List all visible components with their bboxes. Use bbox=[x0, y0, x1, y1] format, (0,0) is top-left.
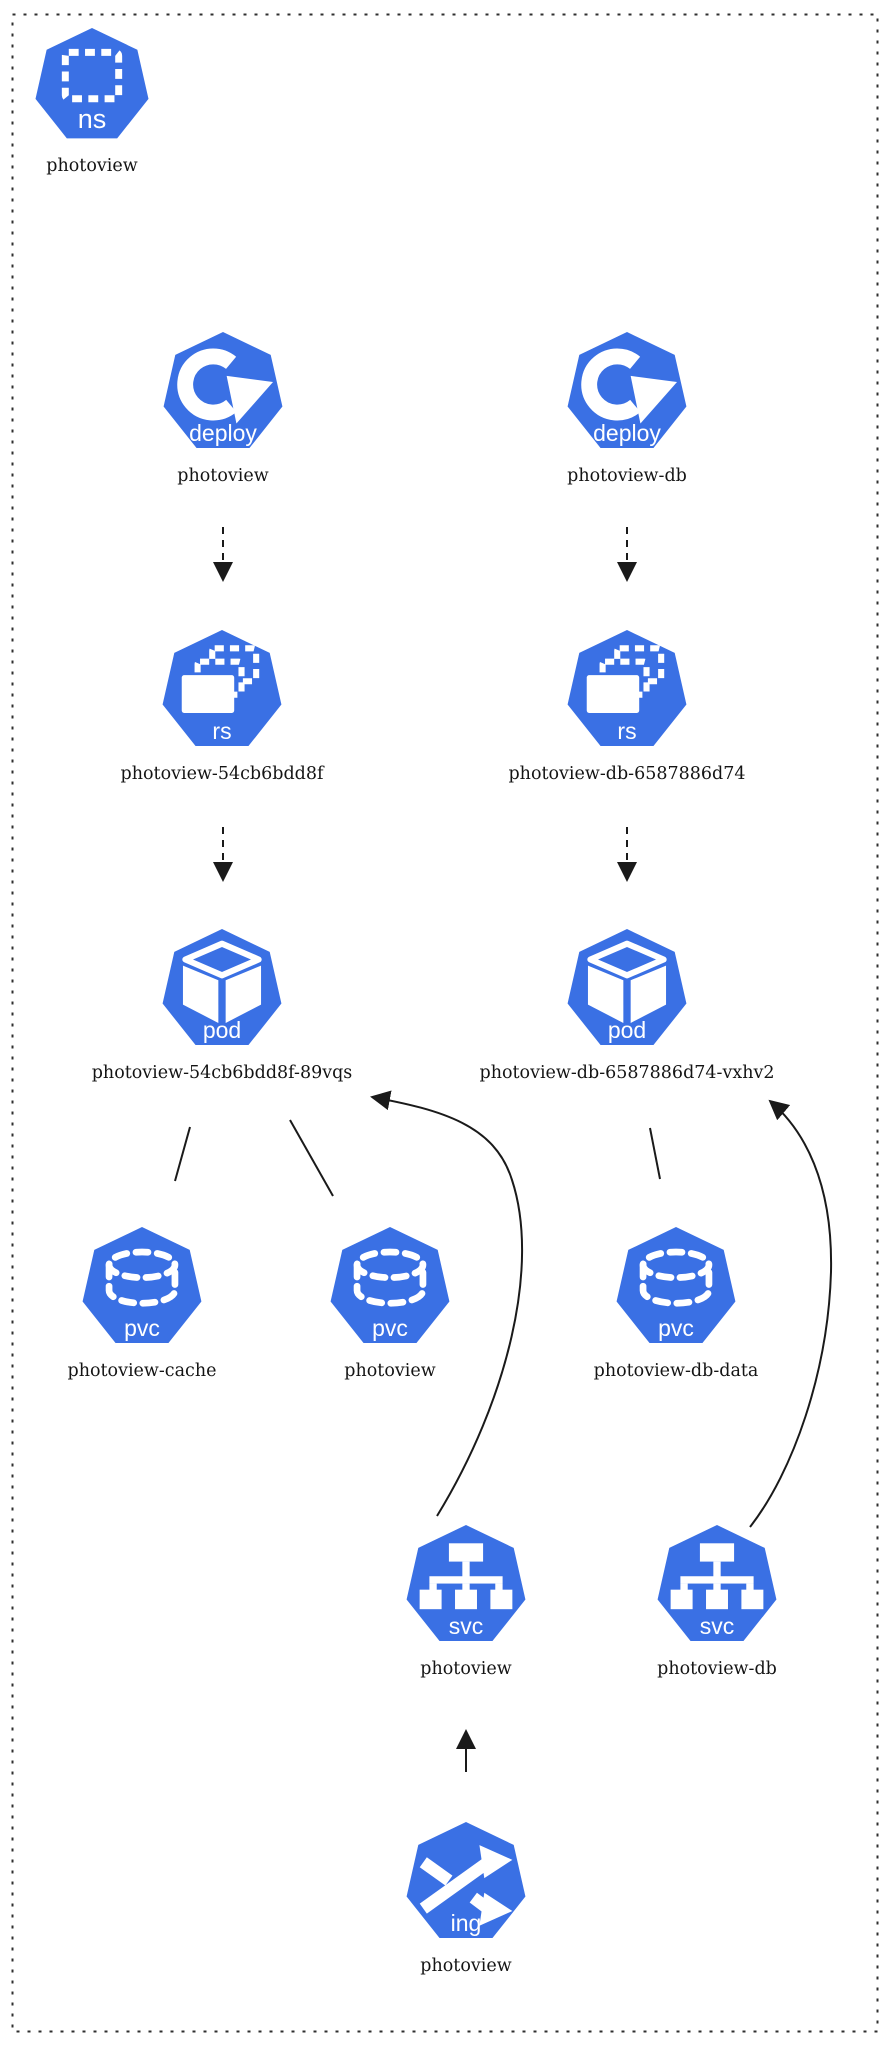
node-kind-label: deploy bbox=[189, 420, 257, 446]
ns-icon[interactable]: ns bbox=[35, 28, 149, 139]
node-name-label: photoview-54cb6bdd8f-89vqs bbox=[91, 1063, 353, 1083]
pod-icon[interactable]: pod bbox=[162, 929, 282, 1046]
node-name-label: photoview-db bbox=[567, 466, 687, 486]
node-name-label: photoview-db-6587886d74 bbox=[508, 764, 746, 784]
node-name-label: photoview-cache bbox=[67, 1361, 217, 1381]
node-kind-label: ing bbox=[450, 1910, 482, 1936]
rs-icon[interactable]: rs bbox=[567, 630, 687, 747]
svc-icon[interactable]: svc bbox=[657, 1525, 777, 1642]
pvc-icon[interactable]: pvc bbox=[616, 1227, 736, 1344]
node-kind-label: deploy bbox=[593, 420, 661, 446]
node-kind-label: svc bbox=[448, 1613, 484, 1639]
node-glyph-icon bbox=[639, 1248, 713, 1307]
node-pod-photoview-db[interactable]: pod photoview-db-6587886d74-vxhv2 bbox=[477, 929, 777, 1083]
node-rs-photoview[interactable]: rs photoview-54cb6bdd8f bbox=[72, 630, 372, 784]
node-pvc-photoview-db-data[interactable]: pvc photoview-db-data bbox=[526, 1227, 826, 1381]
node-kind-label: pod bbox=[202, 1017, 242, 1043]
node-pvc-photoview[interactable]: pvc photoview bbox=[240, 1227, 540, 1381]
node-glyph-icon bbox=[182, 940, 262, 1023]
node-kind-label: ns bbox=[77, 104, 107, 134]
node-glyph-icon bbox=[419, 1543, 513, 1610]
node-glyph-icon bbox=[353, 1248, 427, 1307]
node-name-label: photoview-db-data bbox=[593, 1361, 759, 1381]
node-kind-label: pvc bbox=[658, 1315, 694, 1341]
node-svc-photoview-db[interactable]: svc photoview-db bbox=[567, 1525, 867, 1679]
svc-icon[interactable]: svc bbox=[406, 1525, 526, 1642]
node-kind-label: svc bbox=[699, 1613, 735, 1639]
edge-pod-photoview-db-to-pvc-photoview-db-data bbox=[649, 1127, 661, 1180]
pod-icon[interactable]: pod bbox=[567, 929, 687, 1046]
edge-pod-photoview-to-pvc-photoview-cache bbox=[174, 1126, 191, 1182]
node-kind-label: pvc bbox=[372, 1315, 408, 1341]
pvc-icon[interactable]: pvc bbox=[330, 1227, 450, 1344]
rs-icon[interactable]: rs bbox=[162, 630, 282, 747]
node-kind-label: rs bbox=[617, 718, 637, 744]
node-kind-label: pod bbox=[607, 1017, 647, 1043]
node-name-label: photoview bbox=[46, 156, 138, 176]
node-pvc-photoview-cache[interactable]: pvc photoview-cache bbox=[0, 1227, 292, 1381]
edge-pod-photoview-to-pvc-photoview bbox=[289, 1119, 334, 1197]
node-name-label: photoview-db bbox=[657, 1659, 777, 1679]
node-deploy-photoview-db[interactable]: deploy photoview-db bbox=[477, 332, 777, 486]
node-glyph-icon bbox=[61, 48, 123, 103]
node-name-label: photoview bbox=[420, 1659, 512, 1679]
node-ing-photoview[interactable]: ing photoview bbox=[316, 1822, 616, 1976]
node-glyph-icon bbox=[670, 1543, 764, 1610]
node-kind-label: pvc bbox=[124, 1315, 160, 1341]
node-name-label: photoview bbox=[344, 1361, 436, 1381]
deploy-icon[interactable]: deploy bbox=[163, 332, 283, 449]
node-deploy-photoview[interactable]: deploy photoview bbox=[73, 332, 373, 486]
node-ns-photoview[interactable]: ns photoview bbox=[0, 28, 242, 176]
node-name-label: photoview-db-6587886d74-vxhv2 bbox=[479, 1063, 775, 1083]
ing-icon[interactable]: ing bbox=[406, 1822, 526, 1939]
node-svc-photoview[interactable]: svc photoview bbox=[316, 1525, 616, 1679]
node-glyph-icon bbox=[586, 645, 665, 713]
node-rs-photoview-db[interactable]: rs photoview-db-6587886d74 bbox=[477, 630, 777, 784]
node-name-label: photoview-54cb6bdd8f bbox=[120, 764, 324, 784]
node-glyph-icon bbox=[587, 940, 667, 1023]
node-name-label: photoview bbox=[420, 1956, 512, 1976]
node-glyph-icon bbox=[419, 1845, 513, 1926]
node-name-label: photoview bbox=[177, 466, 269, 486]
node-glyph-icon bbox=[181, 645, 260, 713]
pvc-icon[interactable]: pvc bbox=[82, 1227, 202, 1344]
node-kind-label: rs bbox=[212, 718, 232, 744]
node-glyph-icon bbox=[105, 1248, 179, 1307]
deploy-icon[interactable]: deploy bbox=[567, 332, 687, 449]
node-glyph-icon bbox=[177, 348, 274, 424]
node-pod-photoview[interactable]: pod photoview-54cb6bdd8f-89vqs bbox=[72, 929, 372, 1083]
node-glyph-icon bbox=[581, 348, 678, 424]
